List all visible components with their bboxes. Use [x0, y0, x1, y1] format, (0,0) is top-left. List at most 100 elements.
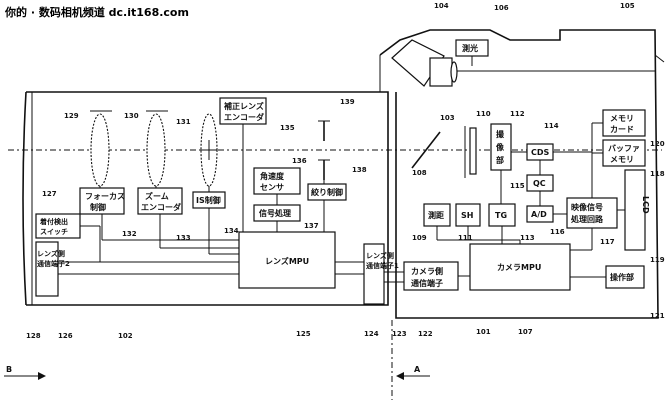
body-top-right	[654, 54, 665, 63]
connection-lines	[58, 56, 625, 283]
ref-104: 104	[434, 2, 449, 10]
video-signal-label-1: 映像信号	[571, 202, 603, 212]
ref-124: 124	[364, 330, 379, 338]
zoom-encoder-label-1: ズーム	[145, 191, 169, 201]
lens-mpu-block	[238, 231, 336, 289]
ref-129: 129	[64, 112, 79, 120]
cds-label: CDS	[531, 148, 550, 157]
ref-132: 132	[122, 230, 137, 238]
zoom-encoder-block	[137, 187, 183, 215]
ref-102: 102	[118, 332, 133, 340]
ref-122: 122	[418, 330, 433, 338]
video-signal-block	[566, 197, 618, 229]
ref-113: 113	[520, 234, 535, 242]
memory-card-label-1: メモリ	[610, 114, 634, 123]
aperture-control-block	[307, 183, 347, 201]
focus-control-block	[79, 187, 125, 215]
qc-label: QC	[533, 179, 546, 188]
lens-comm-2-label-2: 通信端子2	[37, 259, 70, 268]
watermark-text: 你的 · 数码相机频道 dc.it168.com	[4, 5, 189, 19]
ref-130: 130	[124, 112, 139, 120]
tg-label: TG	[495, 211, 507, 220]
imaging-unit-label-3: 部	[496, 155, 504, 165]
angular-sensor-label-1: 角速度	[260, 171, 285, 181]
ref-133: 133	[176, 234, 191, 242]
signal-processing-label: 信号処理	[259, 208, 291, 218]
eyepiece-lens	[450, 61, 458, 83]
ref-101: 101	[476, 328, 491, 336]
ref-128: 128	[26, 332, 41, 340]
operation-unit-label: 操作部	[610, 272, 634, 282]
main-mirror	[411, 131, 441, 169]
camera-mpu-label: カメラMPU	[497, 263, 541, 272]
ref-114: 114	[544, 122, 559, 130]
ref-109: 109	[412, 234, 427, 242]
ref-134: 134	[224, 227, 239, 235]
view-a-label: A	[414, 365, 421, 374]
ref-111: 111	[458, 234, 473, 242]
correction-encoder-label-1: 補正レンズ	[223, 101, 264, 111]
lens-mpu-label: レンズMPU	[265, 256, 309, 266]
rangefinder-label: 測距	[428, 210, 444, 220]
angular-sensor-block	[253, 167, 301, 195]
ref-117: 117	[600, 238, 615, 246]
focus-control-label-2: 制御	[90, 202, 106, 212]
image-sensor	[469, 127, 477, 175]
imaging-unit-label-1: 撮	[496, 129, 505, 139]
ref-131: 131	[176, 118, 191, 126]
ref-126: 126	[58, 332, 73, 340]
buffer-memory-label-2: メモリ	[610, 155, 634, 164]
aperture-control-label: 絞り制御	[311, 187, 343, 197]
lens-comm-terminal-2-block	[35, 241, 59, 297]
ref-127: 127	[42, 190, 57, 198]
ref-105: 105	[620, 2, 635, 10]
lens-group-129	[90, 113, 110, 187]
video-signal-label-2: 処理回路	[570, 214, 604, 224]
metering-label: 測光	[462, 43, 478, 53]
camera-comm-label-2: 通信端子	[411, 278, 443, 288]
is-control-label: IS制御	[196, 195, 221, 205]
ref-107: 107	[518, 328, 533, 336]
focus-control-label-1: フォーカス	[85, 192, 125, 201]
ref-135: 135	[280, 124, 295, 132]
buffer-memory-label-1: バッファ	[608, 144, 640, 153]
view-b-label: B	[6, 365, 12, 374]
ad-label: A/D	[531, 210, 547, 219]
attach-switch-label-2: スイッチ	[40, 228, 68, 236]
ref-139: 139	[340, 98, 355, 106]
ref-108: 108	[412, 169, 427, 177]
correction-encoder-block	[219, 97, 267, 125]
attach-switch-label-1: 着付検出	[39, 217, 68, 226]
ref-106: 106	[494, 4, 509, 12]
ref-110: 110	[476, 110, 491, 118]
lcd-label-1: LCD	[641, 196, 650, 214]
view-b-arrow-head	[38, 372, 46, 380]
correction-encoder-label-2: エンコーダ	[224, 112, 264, 122]
lens-comm-2-label-1: レンズ側	[37, 249, 65, 258]
lens-comm-1-label-1: レンズ側	[366, 251, 394, 260]
ref-118: 118	[650, 170, 665, 178]
lens-comm-1-label-2: 通信端子1	[366, 261, 399, 270]
attach-switch-block	[35, 213, 81, 239]
ref-103: 103	[440, 114, 455, 122]
ref-137: 137	[304, 222, 319, 230]
ref-138: 138	[352, 166, 367, 174]
memory-card-label-2: カード	[610, 125, 634, 134]
viewfinder-housing	[429, 57, 453, 87]
lens-front-edge	[22, 91, 27, 306]
angular-sensor-label-2: センサ	[260, 183, 284, 192]
memory-card-block	[602, 109, 646, 137]
camera-mpu-block	[469, 243, 571, 291]
view-a-arrow-head	[396, 372, 404, 380]
camera-body-outline	[379, 29, 659, 319]
ref-120: 120	[650, 140, 665, 148]
lens-barrel-outline	[26, 91, 389, 306]
ref-116: 116	[550, 228, 565, 236]
ref-119: 119	[650, 256, 665, 264]
sh-label: SH	[461, 211, 473, 220]
ref-115: 115	[510, 182, 525, 190]
ref-136: 136	[292, 157, 307, 165]
ref-121: 121	[650, 312, 665, 320]
zoom-encoder-label-2: エンコーダ	[141, 202, 181, 212]
